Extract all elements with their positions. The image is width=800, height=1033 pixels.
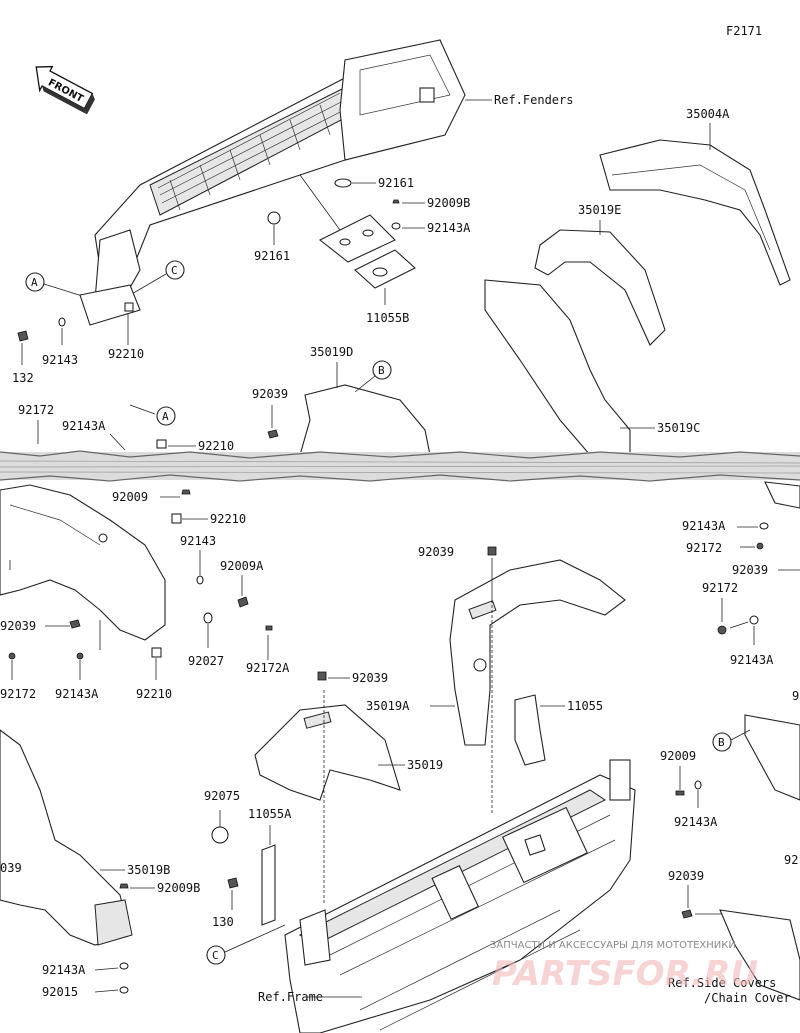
- svg-text:92: 92: [784, 853, 798, 867]
- svg-text:92143A: 92143A: [62, 419, 106, 433]
- svg-text:B: B: [718, 736, 725, 749]
- svg-text:92172: 92172: [686, 541, 722, 555]
- fender-35019D: [299, 384, 431, 456]
- svg-text:92172: 92172: [702, 581, 738, 595]
- svg-text:C: C: [212, 949, 219, 962]
- svg-text:92210: 92210: [136, 687, 172, 701]
- svg-text:92039: 92039: [418, 545, 454, 559]
- grommet-92161: [334, 178, 352, 188]
- svg-text:11055B: 11055B: [366, 311, 409, 325]
- grommet-92075: [211, 826, 229, 844]
- svg-text:92039: 92039: [352, 671, 388, 685]
- svg-text:B: B: [378, 364, 385, 377]
- side-cover-part: [719, 909, 800, 1001]
- svg-text:132: 132: [12, 371, 34, 385]
- watermark-caption: ЗАПЧАСТИ И АКСЕССУАРЫ ДЛЯ МОТОТЕХНИКИ: [490, 940, 736, 951]
- svg-text:92143: 92143: [180, 534, 216, 548]
- svg-text:92009: 92009: [660, 749, 696, 763]
- svg-text:35019A: 35019A: [366, 699, 410, 713]
- svg-text:92210: 92210: [108, 347, 144, 361]
- ref-fenders-label: Ref.Fenders: [494, 93, 573, 107]
- svg-text:92: 92: [792, 689, 800, 703]
- figure-code: F2171: [726, 24, 762, 38]
- svg-text:039: 039: [0, 861, 22, 875]
- svg-text:92039: 92039: [0, 619, 36, 633]
- svg-text:Ref.Frame: Ref.Frame: [258, 990, 323, 1004]
- bracket-11055: [514, 694, 546, 766]
- svg-text:92039: 92039: [732, 563, 768, 577]
- svg-text:92172A: 92172A: [246, 661, 290, 675]
- svg-text:35019C: 35019C: [657, 421, 700, 435]
- svg-text:92009B: 92009B: [427, 196, 470, 210]
- svg-text:92161: 92161: [254, 249, 290, 263]
- svg-text:92009B: 92009B: [157, 881, 200, 895]
- svg-text:92039: 92039: [668, 869, 704, 883]
- svg-text:A: A: [162, 410, 169, 423]
- svg-text:11055A: 11055A: [248, 807, 292, 821]
- svg-text:A: A: [31, 276, 38, 289]
- svg-text:92009: 92009: [112, 490, 148, 504]
- fender-35019C: [484, 279, 631, 456]
- fender-left-rear: [0, 484, 166, 641]
- svg-text:35019D: 35019D: [310, 345, 353, 359]
- svg-text:92143A: 92143A: [55, 687, 99, 701]
- front-arrow-icon: FRONT: [35, 65, 95, 115]
- svg-text:92015: 92015: [42, 985, 78, 999]
- svg-text:92143: 92143: [42, 353, 78, 367]
- watermark-logo: PARTSFOR.RU: [492, 954, 758, 994]
- svg-text:35019: 35019: [407, 758, 443, 772]
- frame-chassis: [284, 759, 636, 1033]
- svg-text:35019B: 35019B: [127, 863, 170, 877]
- svg-text:92172: 92172: [18, 403, 54, 417]
- svg-text:C: C: [171, 264, 178, 277]
- svg-text:92161: 92161: [378, 176, 414, 190]
- svg-text:92027: 92027: [188, 654, 224, 668]
- bracket-11055A: [261, 844, 276, 926]
- svg-text:130: 130: [212, 915, 234, 929]
- svg-text:92210: 92210: [198, 439, 234, 453]
- svg-text:92039: 92039: [252, 387, 288, 401]
- svg-text:92143A: 92143A: [42, 963, 86, 977]
- svg-text:92009A: 92009A: [220, 559, 264, 573]
- torn-edge-divider: [0, 450, 800, 482]
- svg-text:92075: 92075: [204, 789, 240, 803]
- svg-text:Ref.Side Covers: Ref.Side Covers: [668, 976, 776, 990]
- svg-text:92210: 92210: [210, 512, 246, 526]
- svg-text:92143A: 92143A: [682, 519, 726, 533]
- svg-text:92143A: 92143A: [427, 221, 471, 235]
- bracket-plate: [318, 214, 396, 263]
- svg-text:35019E: 35019E: [578, 203, 621, 217]
- svg-text:92172: 92172: [0, 687, 36, 701]
- svg-text:35004A: 35004A: [686, 107, 730, 121]
- svg-text:92143A: 92143A: [674, 815, 718, 829]
- svg-text:/Chain Cover: /Chain Cover: [704, 991, 791, 1005]
- front-grille-assembly: [94, 39, 466, 306]
- fender-35019E: [534, 229, 666, 346]
- fender-right: [744, 714, 800, 801]
- svg-text:11055: 11055: [567, 699, 603, 713]
- fender-35019: [254, 704, 401, 801]
- svg-text:92143A: 92143A: [730, 653, 774, 667]
- grommet-92161-b: [267, 211, 281, 225]
